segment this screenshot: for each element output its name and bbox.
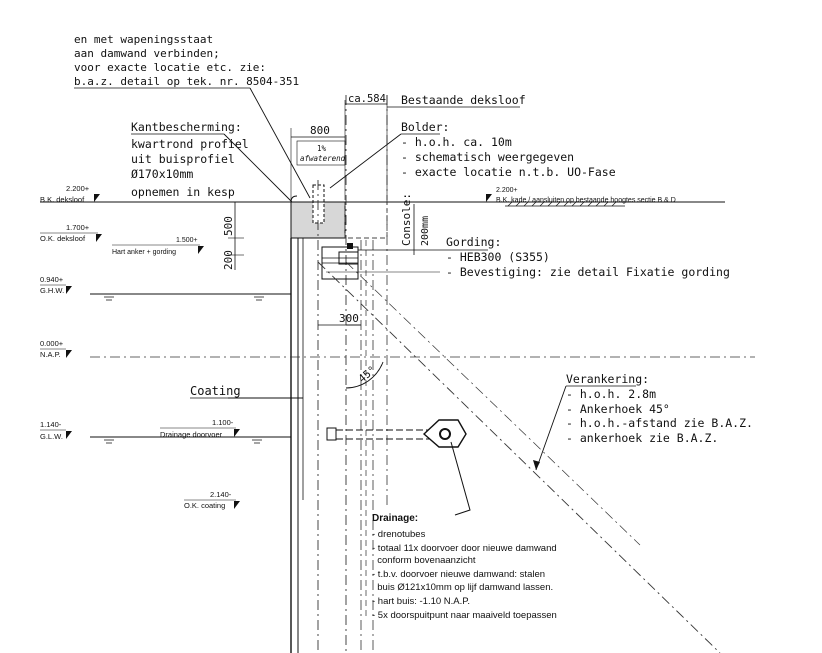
svg-text:B.K. kade / aansluiten op best: B.K. kade / aansluiten op bestaande hoog… xyxy=(496,197,676,204)
kantbescherming-note: Kantbescherming: kwartrond profiel uit b… xyxy=(131,120,293,203)
svg-text:G.L.W.: G.L.W. xyxy=(40,432,63,441)
gording-note: Gording: - HEB300 (S355) - Bevestiging: … xyxy=(326,235,730,279)
dimensions: 800 ca.584 1% afwaterend 500 200 Console… xyxy=(222,93,431,326)
console-mm: 200mm xyxy=(420,216,431,246)
svg-text:1.140-: 1.140- xyxy=(40,420,62,429)
bolder-line-1: - h.o.h. ca. 10m xyxy=(401,135,512,149)
drainage-line-7: - 5x doorspuitpunt naar maaiveld toepass… xyxy=(372,610,557,621)
drainage-title: Drainage: xyxy=(372,513,418,524)
svg-text:0.000+: 0.000+ xyxy=(40,339,64,348)
svg-text:1.100-: 1.100- xyxy=(212,418,234,427)
top-note: en met wapeningsstaat aan damwand verbin… xyxy=(74,33,311,199)
svg-text:G.H.W.: G.H.W. xyxy=(40,286,64,295)
drainage-line-3: conform bovenaanzicht xyxy=(372,555,476,566)
svg-text:0.940+: 0.940+ xyxy=(40,275,64,284)
level-ok-coating: 2.140- O.K. coating xyxy=(184,490,240,510)
level-bk-deksloof: 2.200+ B.K. deksloof xyxy=(40,184,100,204)
svg-text:1.700+: 1.700+ xyxy=(66,223,90,232)
gording-title: Gording: xyxy=(446,235,501,249)
bolder-line-3: - exacte locatie n.t.b. UO-Fase xyxy=(401,165,616,179)
svg-text:2.200+: 2.200+ xyxy=(66,184,90,193)
anchor-angle: 45° xyxy=(356,364,378,385)
anchor-rod: 45° xyxy=(317,261,721,653)
dim-200: 200 xyxy=(222,250,235,270)
gording-line-2: - Bevestiging: zie detail Fixatie gordin… xyxy=(446,265,730,279)
dim-300: 300 xyxy=(339,312,359,325)
drainage-line-1: - drenotubes xyxy=(372,529,426,540)
drainage-line-2: - totaal 11x doorvoer door nieuwe damwan… xyxy=(372,543,557,554)
level-ghw: 0.940+ G.H.W. xyxy=(40,275,291,301)
level-glw: 1.140- G.L.W. xyxy=(40,420,291,444)
top-note-line-2: aan damwand verbinden; xyxy=(74,47,220,60)
bolder-note: Bolder: - h.o.h. ca. 10m - schematisch w… xyxy=(329,120,616,189)
kantbescherming-line-4: opnemen in kesp xyxy=(131,185,235,199)
verankering-line-2: - Ankerhoek 45° xyxy=(566,402,670,416)
verankering-line-3: - h.o.h.-afstand zie B.A.Z. xyxy=(566,416,753,430)
level-drainage: 1.100- Drainage doorvoer xyxy=(160,418,240,439)
dim-800: 800 xyxy=(310,124,330,137)
verankering-line-4: - ankerhoek zie B.A.Z. xyxy=(566,431,718,445)
console-label: Console: xyxy=(400,193,413,246)
svg-text:O.K. coating: O.K. coating xyxy=(184,501,225,510)
kantbescherming-line-2: uit buisprofiel xyxy=(131,152,235,166)
bolder-title: Bolder: xyxy=(401,120,449,134)
kantbescherming-title: Kantbescherming: xyxy=(131,120,242,134)
svg-text:Hart anker + gording: Hart anker + gording xyxy=(112,249,176,256)
level-ok-deksloof: 1.700+ O.K. deksloof xyxy=(40,223,102,243)
capping-beam xyxy=(290,184,388,239)
drainage-line-6: - hart buis: -1.10 N.A.P. xyxy=(372,596,470,607)
coating-label-group: Coating xyxy=(190,384,303,399)
bestaande-deksloof-label: Bestaande deksloof xyxy=(401,93,526,107)
svg-text:O.K. deksloof: O.K. deksloof xyxy=(40,234,86,243)
kantbescherming-line-1: kwartrond profiel xyxy=(131,137,249,151)
drainage-line-4: - t.b.v. doorvoer nieuwe damwand: stalen xyxy=(372,569,545,580)
drainage-line-5: buis Ø121x10mm op lijf damwand lassen. xyxy=(372,582,553,593)
dim-500: 500 xyxy=(222,216,235,236)
drainage-pipe xyxy=(326,419,471,516)
slope-label: afwaterend xyxy=(300,154,346,163)
level-hart-anker: 1.500+ Hart anker + gording xyxy=(112,237,204,256)
verankering-note: Verankering: - h.o.h. 2.8m - Ankerhoek 4… xyxy=(533,372,753,471)
level-bk-kade: 2.200+ B.K. kade / aansluiten op bestaan… xyxy=(486,187,676,204)
svg-text:Drainage doorvoer: Drainage doorvoer xyxy=(160,430,223,439)
dim-584: ca.584 xyxy=(348,93,386,105)
top-note-line-4: b.a.z. detail op tek. nr. 8504-351 xyxy=(74,75,299,88)
bolder-line-2: - schematisch weergegeven xyxy=(401,150,574,164)
slope-value: 1% xyxy=(317,144,327,153)
top-note-line-3: voor exacte locatie etc. zie: xyxy=(74,61,266,74)
svg-text:2.140-: 2.140- xyxy=(210,490,232,499)
svg-text:1.500+: 1.500+ xyxy=(176,237,198,244)
ground-hatch xyxy=(505,201,625,207)
svg-text:B.K. deksloof: B.K. deksloof xyxy=(40,195,85,204)
verankering-line-1: - h.o.h. 2.8m xyxy=(566,387,656,401)
level-nap: 0.000+ N.A.P. xyxy=(40,339,755,359)
top-note-line-1: en met wapeningsstaat xyxy=(74,33,213,46)
svg-text:2.200+: 2.200+ xyxy=(496,187,518,194)
gording-line-1: - HEB300 (S355) xyxy=(446,250,550,264)
svg-text:N.A.P.: N.A.P. xyxy=(40,350,61,359)
verankering-title: Verankering: xyxy=(566,372,649,386)
kantbescherming-line-3: Ø170x10mm xyxy=(131,167,193,181)
coating-label: Coating xyxy=(190,384,241,398)
gording-beam xyxy=(321,243,359,280)
drainage-note: Drainage: - drenotubes - totaal 11x door… xyxy=(372,513,557,621)
